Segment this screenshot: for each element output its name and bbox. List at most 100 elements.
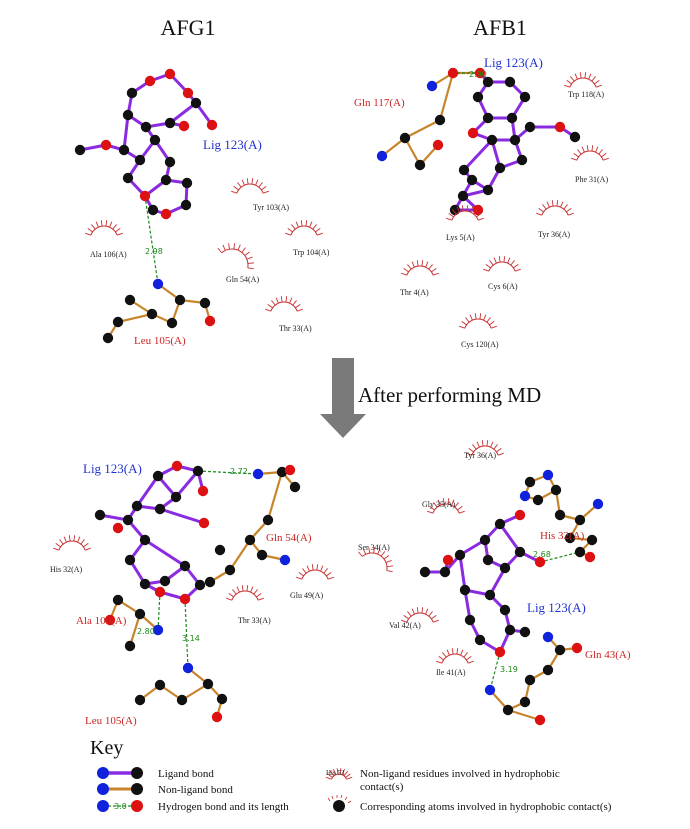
carbon-atom [532, 494, 544, 506]
ligand-bond [159, 507, 205, 525]
legend-hbond-label: Hydrogen bond and its length [158, 801, 289, 813]
legend-nonligand-bond-label: Non-ligand bond [158, 784, 233, 796]
legend-hbond-sample: 3.0 [114, 802, 127, 811]
carbon-atom [466, 174, 478, 186]
arc-spokes [436, 648, 474, 664]
carbon-atom [519, 626, 531, 638]
legend-hbond-icon [97, 800, 143, 812]
nitrogen-atom [376, 150, 388, 162]
ligand-bond [462, 138, 494, 172]
residue-lys5-before: Lys 5(A) [446, 233, 475, 242]
legend: Key Ligand bond Non-ligand bond 3.0 Hydr… [90, 737, 612, 813]
nonligand-bond [229, 539, 251, 571]
carbon-atom [289, 481, 301, 493]
hydrophobic-contact-icon [217, 243, 254, 270]
oxygen-atom [198, 517, 210, 529]
hydrogen-bond [184, 598, 189, 669]
carbon-atom [146, 308, 158, 320]
carbon-atom [112, 594, 124, 606]
residue-ala106-before: Ala 106(A) [90, 250, 127, 259]
residue-cys120-before: Cys 120(A) [461, 340, 499, 349]
oxygen-atom [467, 127, 479, 139]
arc-spokes [571, 145, 609, 161]
arc-spokes [226, 585, 264, 601]
carbon-atom [122, 172, 134, 184]
legend-hydrophobic-sample: His 53 [326, 769, 345, 777]
carbon-atom [262, 514, 274, 526]
nitrogen-atom [484, 684, 496, 696]
residue-thr4-before: Thr 4(A) [400, 288, 429, 297]
arc [569, 77, 597, 88]
carbon-atom [499, 562, 511, 574]
carbon-atom [554, 509, 566, 521]
carbon-atom [204, 576, 216, 588]
residue-gln54-after: Gln 54(A) [266, 532, 312, 544]
carbon-atom [499, 604, 511, 616]
hydrophobic-contact-icon [325, 768, 353, 780]
hydrogen-bond [489, 651, 501, 691]
carbon-atom [160, 174, 172, 186]
hbond-length-afg1-before: 2.98 [145, 247, 163, 256]
carbon-atom [202, 678, 214, 690]
oxygen-atom [584, 551, 596, 563]
panel-afb1-after [358, 440, 604, 726]
carbon-atom [457, 190, 469, 202]
carbon-atom [554, 644, 566, 656]
arc [432, 503, 460, 514]
carbon-atom [224, 564, 236, 576]
carbon-atom [122, 514, 134, 526]
nitrogen-atom [182, 662, 194, 674]
title-afg1: AFG1 [160, 15, 215, 40]
oxygen-atom [554, 121, 566, 133]
carbon-atom [414, 159, 426, 171]
carbon-atom [192, 465, 204, 477]
carbon-atom [506, 112, 518, 124]
nitrogen-atom [152, 624, 164, 636]
arc [464, 318, 492, 329]
carbon-atom [439, 566, 451, 578]
hbond-length-afg1-after-1: 2.72 [230, 467, 248, 476]
legend-title: Key [90, 737, 123, 759]
carbon-atom [586, 534, 598, 546]
carbon-atom [574, 546, 586, 558]
nitrogen-atom [542, 631, 554, 643]
oxygen-atom [171, 460, 183, 472]
hydrophobic-contact-icon [53, 535, 91, 551]
carbon-atom [482, 112, 494, 124]
carbon-atom [149, 134, 161, 146]
nitrogen-atom [426, 80, 438, 92]
oxygen-atom [206, 119, 218, 131]
arc [406, 265, 434, 276]
carbon-atom [244, 534, 256, 546]
arc [488, 261, 516, 272]
hydrophobic-contact-icon [85, 220, 123, 236]
nitrogen-atom [519, 490, 531, 502]
residue-thr33-after: Thr 33(A) [238, 616, 271, 625]
oxygen-atom [160, 208, 172, 220]
arc-spokes [53, 535, 91, 551]
residue-gln43-after: Gln 43(A) [585, 649, 631, 661]
title-afb1: AFB1 [473, 15, 527, 40]
carbon-atom [464, 614, 476, 626]
panel-afg1-before [74, 68, 323, 344]
ligand-bond [122, 114, 130, 151]
carbon-atom [134, 694, 146, 706]
carbon-atom [459, 584, 471, 596]
hbond-length-afg1-after-3: 3.14 [182, 634, 200, 643]
residue-cys6-before: Cys 6(A) [488, 282, 518, 291]
arc-spokes [85, 220, 123, 236]
carbon-atom [524, 674, 536, 686]
oxygen-atom [204, 315, 216, 327]
arc [362, 552, 388, 571]
oxygen-atom [139, 190, 151, 202]
carbon-atom [199, 297, 211, 309]
nitrogen-atom [252, 468, 264, 480]
hydrophobic-contact-icon [427, 498, 465, 514]
carbon-atom [524, 476, 536, 488]
hydrophobic-contact-icon [265, 296, 303, 312]
residue-gln54-before: Gln 54(A) [226, 275, 259, 284]
arc [231, 590, 259, 601]
hydrophobic-contact-icon [436, 648, 474, 664]
hydrogen-bond [539, 551, 581, 563]
